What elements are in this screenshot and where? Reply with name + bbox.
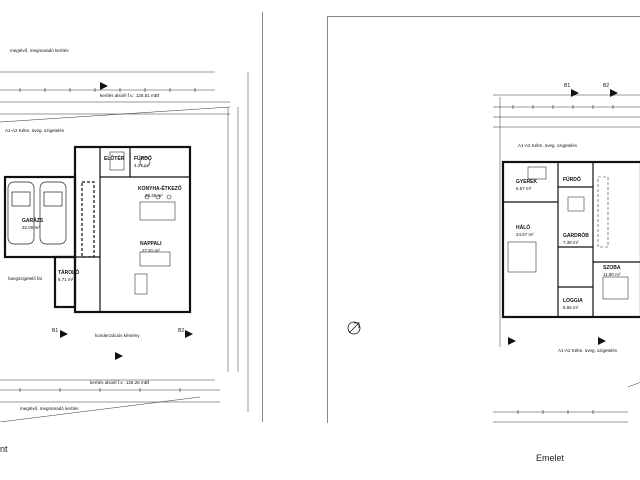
note-bottom-1: kerítés alsóél f.v.: 128.26 mBf [90, 380, 150, 385]
ground-floor-caption: nt [0, 444, 8, 454]
room-bath-area: 4.37 m² [134, 163, 150, 168]
note-sign: A1-A2 Kétm. üveg. szigetelés [5, 128, 65, 133]
room-loggia-name: LOGGIA [563, 298, 583, 304]
upper-floor-plan: HÁLÓ FÜRDŐ GYEREK GARDRÓB LOGGIA SZOBA 2… [347, 83, 640, 423]
room-bedroom2-area: 11.80 m² [603, 272, 621, 277]
room-garage-name: GARÁZS [22, 217, 44, 224]
room-bath2-name: FÜRDŐ [563, 176, 581, 183]
room-kitchen-name: KONYHA-ÉTKEZŐ [138, 184, 182, 192]
room-kitchen-area: 20.45 m² [145, 193, 163, 198]
marker-b1: B1 [52, 328, 58, 334]
note-bottom-2: megtévő, megmaradó kerítés [20, 406, 79, 411]
note-top-2: kerítés alsóél f.v.: 128.61 mBf [100, 93, 160, 98]
room-child-area: 6.57 m² [516, 186, 532, 191]
room-living-area: 27.91 m² [142, 248, 160, 253]
room-bedroom1-name: HÁLÓ [516, 223, 530, 231]
room-storage-name: TÁROLÓ [58, 268, 79, 276]
room-hall-name: ELŐTÉR [104, 154, 125, 162]
room-bath-name: FÜRDŐ [134, 155, 152, 162]
room-bedroom1-area: 24.67 m² [516, 232, 534, 237]
room-living-name: NAPPALI [140, 241, 162, 247]
upper-sign-2: A1-A2 Kétm. üveg. szigetelés [558, 348, 618, 353]
room-wardrobe-area: 7.38 m² [563, 240, 579, 245]
upper-floor-sheet: HÁLÓ FÜRDŐ GYEREK GARDRÓB LOGGIA SZOBA 2… [327, 16, 640, 423]
ground-floor-sheet: megtévő, megmaradó kerítés kerítés alsóé… [0, 12, 263, 422]
room-child-name: GYEREK [516, 179, 538, 185]
ground-floor-plan: megtévő, megmaradó kerítés kerítés alsóé… [0, 48, 249, 422]
upper-marker-b2: B2 [603, 83, 609, 89]
note-chimney: kondenzációs kémény [95, 333, 140, 338]
room-storage-area: 6.71 m² [58, 277, 74, 282]
room-garage-area: 32.00 m² [22, 225, 40, 230]
room-bedroom2-name: SZOBA [603, 265, 621, 271]
upper-floor-caption: Emelet [536, 453, 565, 463]
marker-b2: B2 [178, 328, 184, 334]
upper-marker-b1: B1 [564, 83, 570, 89]
upper-sign: A1-A2 Kétm. üveg. szigetelés [518, 143, 578, 148]
note-hedge: hangszigetelő fal [8, 276, 42, 281]
room-wardrobe-name: GARDRÓB [563, 231, 589, 239]
room-loggia-area: 6.65 m² [563, 305, 579, 310]
north-arrow-icon [347, 321, 361, 335]
note-top-1: megtévő, megmaradó kerítés [10, 48, 69, 53]
